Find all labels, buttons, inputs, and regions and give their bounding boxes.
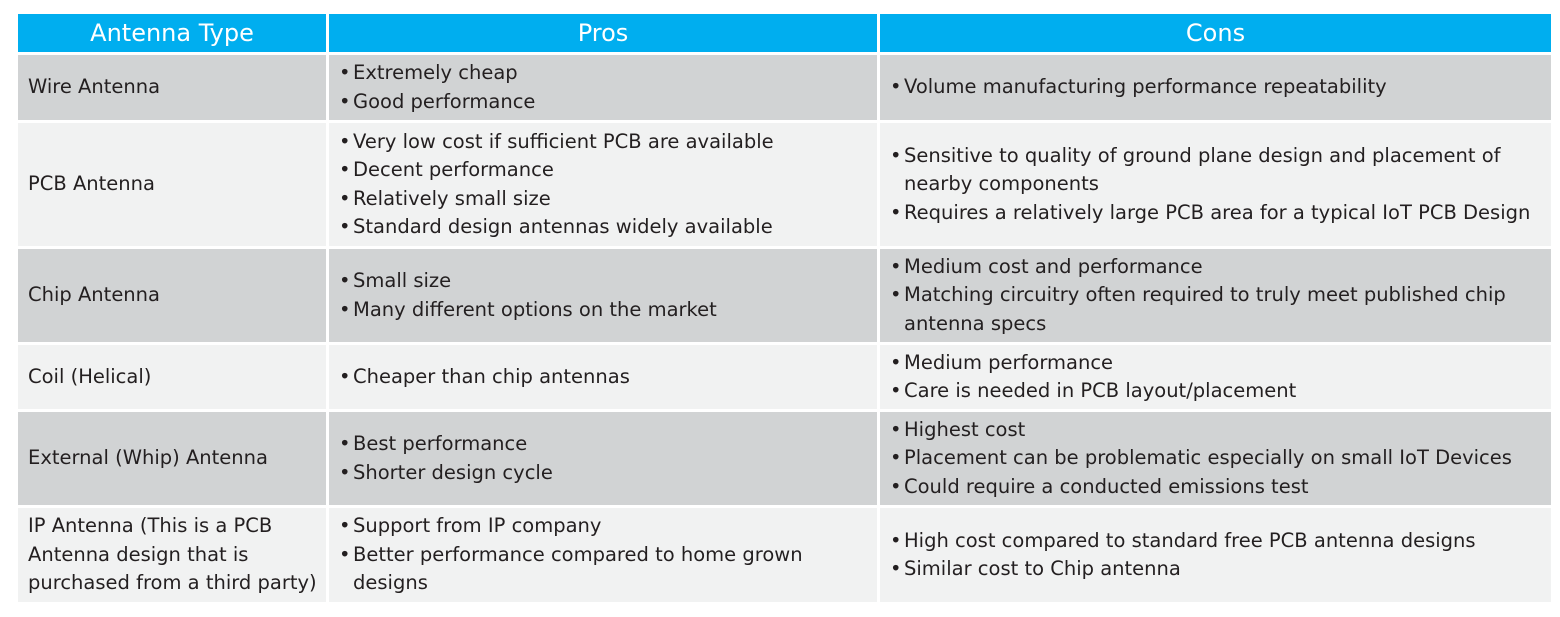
cons-item: Requires a relatively large PCB area for… [890, 199, 1543, 228]
pros-item: Support from IP company [339, 512, 869, 541]
pros-cell: Extremely cheap Good performance [329, 55, 877, 120]
cons-item: Could require a conducted emissions test [890, 473, 1543, 502]
table-row: Wire Antenna Extremely cheap Good perfor… [18, 55, 1551, 120]
pros-item: Best performance [339, 430, 869, 459]
pros-list: Extremely cheap Good performance [339, 59, 869, 116]
pros-item: Small size [339, 267, 869, 296]
header-row: Antenna Type Pros Cons [18, 14, 1551, 52]
antenna-type-cell: External (Whip) Antenna [18, 412, 326, 505]
table-header: Antenna Type Pros Cons [18, 14, 1551, 52]
cons-item: Matching circuitry often required to tru… [890, 281, 1543, 338]
cons-list: Volume manufacturing performance repeata… [890, 73, 1543, 102]
pros-item: Extremely cheap [339, 59, 869, 88]
antenna-type-cell: Chip Antenna [18, 249, 326, 342]
antenna-type-cell: IP Antenna (This is a PCB Antenna design… [18, 508, 326, 602]
pros-list: Very low cost if sufficient PCB are avai… [339, 128, 869, 242]
cons-item: Medium cost and performance [890, 253, 1543, 282]
cons-list: Highest cost Placement can be problemati… [890, 416, 1543, 502]
cons-cell: High cost compared to standard free PCB … [880, 508, 1551, 602]
antenna-comparison-table-wrapper: Antenna Type Pros Cons Wire Antenna Extr… [18, 14, 1551, 602]
table-row: IP Antenna (This is a PCB Antenna design… [18, 508, 1551, 602]
cons-list: Medium performance Care is needed in PCB… [890, 349, 1543, 406]
pros-list: Cheaper than chip antennas [339, 363, 869, 392]
cons-cell: Sensitive to quality of ground plane des… [880, 123, 1551, 246]
cons-item: Similar cost to Chip antenna [890, 555, 1543, 584]
antenna-comparison-table: Antenna Type Pros Cons Wire Antenna Extr… [15, 11, 1554, 605]
pros-item: Relatively small size [339, 185, 869, 214]
table-row: Chip Antenna Small size Many different o… [18, 249, 1551, 342]
pros-item: Better performance compared to home grow… [339, 541, 869, 598]
pros-item: Very low cost if sufficient PCB are avai… [339, 128, 869, 157]
cons-list: Sensitive to quality of ground plane des… [890, 142, 1543, 228]
pros-cell: Very low cost if sufficient PCB are avai… [329, 123, 877, 246]
cons-cell: Medium cost and performance Matching cir… [880, 249, 1551, 342]
header-antenna-type: Antenna Type [18, 14, 326, 52]
cons-item: Care is needed in PCB layout/placement [890, 377, 1543, 406]
pros-item: Cheaper than chip antennas [339, 363, 869, 392]
pros-item: Shorter design cycle [339, 459, 869, 488]
pros-cell: Best performance Shorter design cycle [329, 412, 877, 505]
pros-cell: Support from IP company Better performan… [329, 508, 877, 602]
antenna-type-cell: PCB Antenna [18, 123, 326, 246]
antenna-type-cell: Coil (Helical) [18, 345, 326, 409]
cons-cell: Volume manufacturing performance repeata… [880, 55, 1551, 120]
pros-cell: Small size Many different options on the… [329, 249, 877, 342]
antenna-type-cell: Wire Antenna [18, 55, 326, 120]
cons-item: High cost compared to standard free PCB … [890, 527, 1543, 556]
pros-list: Best performance Shorter design cycle [339, 430, 869, 487]
cons-cell: Highest cost Placement can be problemati… [880, 412, 1551, 505]
cons-list: Medium cost and performance Matching cir… [890, 253, 1543, 339]
cons-item: Highest cost [890, 416, 1543, 445]
table-row: External (Whip) Antenna Best performance… [18, 412, 1551, 505]
pros-item: Decent performance [339, 156, 869, 185]
cons-item: Medium performance [890, 349, 1543, 378]
pros-item: Many different options on the market [339, 296, 869, 325]
cons-list: High cost compared to standard free PCB … [890, 527, 1543, 584]
pros-cell: Cheaper than chip antennas [329, 345, 877, 409]
pros-item: Standard design antennas widely availabl… [339, 213, 869, 242]
table-body: Wire Antenna Extremely cheap Good perfor… [18, 55, 1551, 602]
cons-item: Volume manufacturing performance repeata… [890, 73, 1543, 102]
header-cons: Cons [880, 14, 1551, 52]
pros-item: Good performance [339, 88, 869, 117]
cons-item: Placement can be problematic especially … [890, 444, 1543, 473]
cons-cell: Medium performance Care is needed in PCB… [880, 345, 1551, 409]
table-row: PCB Antenna Very low cost if sufficient … [18, 123, 1551, 246]
header-pros: Pros [329, 14, 877, 52]
table-row: Coil (Helical) Cheaper than chip antenna… [18, 345, 1551, 409]
pros-list: Support from IP company Better performan… [339, 512, 869, 598]
pros-list: Small size Many different options on the… [339, 267, 869, 324]
cons-item: Sensitive to quality of ground plane des… [890, 142, 1543, 199]
